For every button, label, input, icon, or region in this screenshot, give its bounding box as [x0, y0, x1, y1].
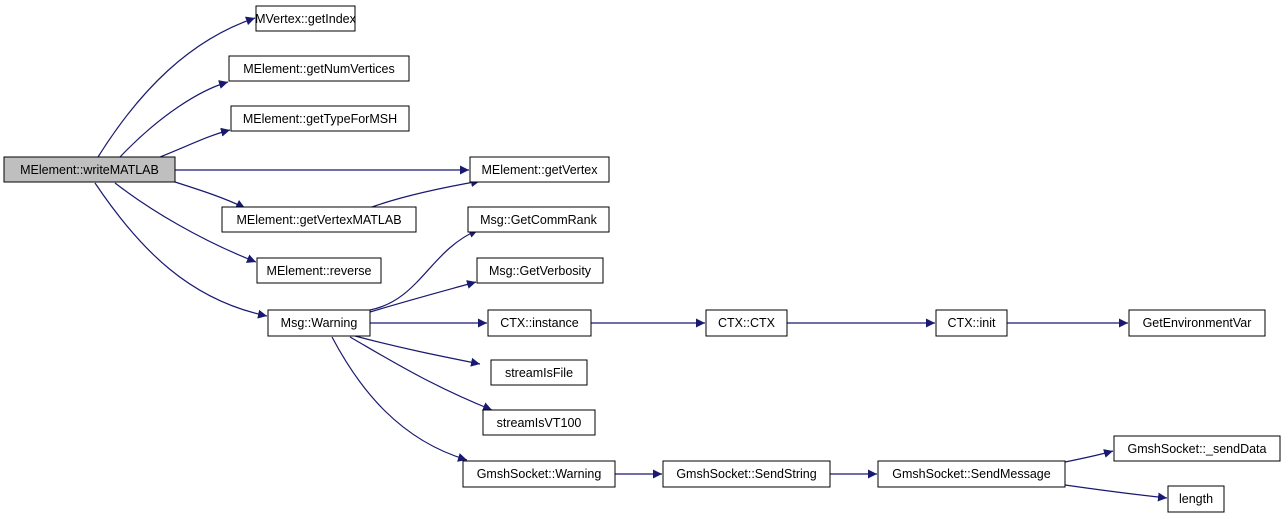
node-label: GmshSocket::SendString	[676, 467, 816, 481]
node-gmsh-sendmessage[interactable]: GmshSocket::SendMessage	[877, 460, 1066, 488]
node-gmsh-sendstring[interactable]: GmshSocket::SendString	[662, 460, 831, 488]
node-label: Msg::GetVerbosity	[489, 264, 592, 278]
node-getnumvertices[interactable]: MElement::getNumVertices	[228, 55, 410, 82]
node-getverbosity[interactable]: Msg::GetVerbosity	[476, 257, 604, 284]
node-label: GetEnvironmentVar	[1143, 316, 1252, 330]
node-getvertex[interactable]: MElement::getVertex	[469, 156, 610, 183]
node-getvertexmatlab[interactable]: MElement::getVertexMATLAB	[221, 206, 417, 233]
node-label: streamIsVT100	[497, 416, 582, 430]
node-label: GmshSocket::SendMessage	[892, 467, 1050, 481]
node-root[interactable]: MElement::writeMATLAB	[3, 156, 176, 183]
node-gettypeformsh[interactable]: MElement::getTypeForMSH	[230, 105, 410, 132]
edge-getvertexmatlab-to-getvertex	[371, 178, 481, 208]
node-getenvironmentvar[interactable]: GetEnvironmentVar	[1128, 309, 1266, 337]
edge-root-to-getnumvertices	[119, 80, 229, 158]
node-label: MElement::getNumVertices	[243, 62, 394, 76]
node-label: MElement::getVertexMATLAB	[236, 213, 401, 227]
node-gmsh-senddata[interactable]: GmshSocket::_sendData	[1113, 435, 1281, 462]
node-label: MElement::reverse	[267, 264, 372, 278]
node-label: GmshSocket::_sendData	[1128, 442, 1267, 456]
edge-warning-to-gmsh-warning	[331, 336, 468, 462]
node-length[interactable]: length	[1167, 485, 1225, 513]
node-label: GmshSocket::Warning	[477, 467, 602, 481]
node-label: CTX::instance	[500, 316, 579, 330]
node-mvertex-getindex[interactable]: MVertex::getIndex	[255, 5, 357, 32]
edge-sendmessage-to-senddata	[1064, 449, 1114, 463]
node-streamisvt100[interactable]: streamIsVT100	[482, 409, 596, 436]
node-label: MElement::getVertex	[481, 163, 598, 177]
edge-warning-to-getverbosity	[369, 280, 477, 313]
node-label: MVertex::getIndex	[255, 12, 357, 26]
node-label: CTX::init	[948, 316, 996, 330]
edge-root-to-reverse	[114, 182, 257, 263]
edge-warning-to-getcommrank	[369, 229, 479, 311]
edges	[94, 16, 1168, 502]
edge-root-to-getvertexmatlab	[174, 181, 246, 209]
nodes: MElement::writeMATLAB MVertex::getIndex …	[3, 5, 1281, 513]
node-label: MElement::getTypeForMSH	[243, 112, 397, 126]
node-label: Msg::Warning	[281, 316, 358, 330]
node-ctx-instance[interactable]: CTX::instance	[487, 309, 592, 337]
edge-root-to-gettypeformsh	[159, 127, 231, 158]
node-label: Msg::GetCommRank	[480, 213, 597, 227]
edge-root-to-getindex	[97, 16, 256, 158]
edge-sendmessage-to-length	[1064, 484, 1168, 502]
node-ctx-ctx[interactable]: CTX::CTX	[705, 309, 788, 337]
node-label: length	[1179, 492, 1213, 506]
node-ctx-init[interactable]: CTX::init	[935, 309, 1008, 337]
node-label: MElement::writeMATLAB	[20, 163, 159, 177]
node-streamisfile[interactable]: streamIsFile	[490, 359, 588, 386]
node-label: CTX::CTX	[718, 316, 776, 330]
node-reverse[interactable]: MElement::reverse	[256, 257, 382, 284]
node-label: streamIsFile	[505, 366, 573, 380]
edge-root-to-msg-warning	[94, 182, 268, 319]
edge-warning-to-streamisvt100	[349, 336, 493, 411]
node-msg-warning[interactable]: Msg::Warning	[267, 309, 371, 337]
node-getcommrank[interactable]: Msg::GetCommRank	[467, 206, 610, 233]
edge-warning-to-streamisfile	[354, 335, 481, 367]
node-gmsh-warning[interactable]: GmshSocket::Warning	[462, 460, 616, 488]
